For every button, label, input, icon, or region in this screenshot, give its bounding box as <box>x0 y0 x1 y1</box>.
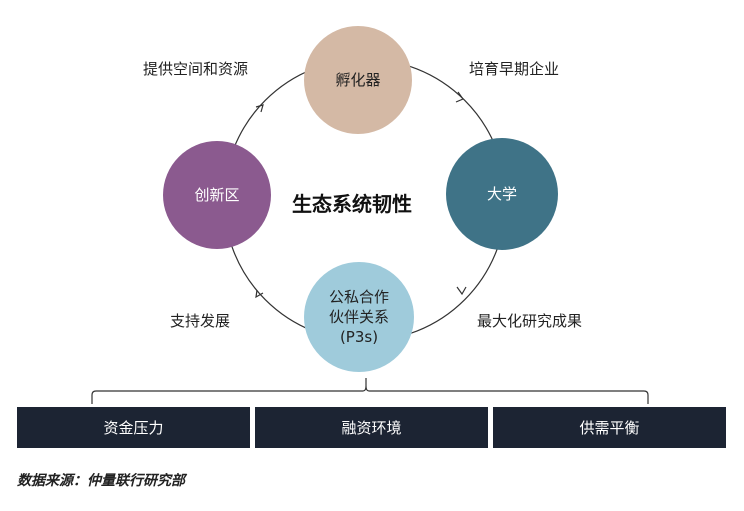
arrow-mark-top-left <box>255 104 264 113</box>
edge-label-provide: 提供空间和资源 <box>143 60 249 78</box>
node-p3s: 公私合作 伙伴关系 (P3s) <box>304 262 414 372</box>
center-title: 生态系统韧性 <box>292 192 412 216</box>
factor-bar-label: 供需平衡 <box>579 419 640 437</box>
node-university-label: 大学 <box>486 185 517 203</box>
arrow-mark-top-right <box>455 91 464 103</box>
factor-bar-financing-environment: 融资环境 <box>255 407 488 448</box>
edge-label-cultivate: 培育早期企业 <box>469 60 560 78</box>
bracket-line <box>91 385 649 404</box>
edge-label-maximize: 最大化研究成果 <box>477 312 583 330</box>
node-university: 大学 <box>446 138 558 250</box>
node-p3s-label: 公私合作 伙伴关系 (P3s) <box>328 288 389 346</box>
factor-bar-funding-pressure: 资金压力 <box>17 407 250 448</box>
node-innovation-zone-label: 创新区 <box>194 186 240 204</box>
arrow-mark-bottom-right <box>456 286 467 296</box>
factor-bar-supply-demand: 供需平衡 <box>493 407 726 448</box>
node-incubator: 孵化器 <box>304 26 412 134</box>
edge-label-support: 支持发展 <box>170 312 231 330</box>
factor-bar-label: 资金压力 <box>103 419 164 437</box>
node-incubator-label: 孵化器 <box>335 71 381 89</box>
factor-bar-label: 融资环境 <box>341 419 402 437</box>
source-note: 数据来源：仲量联行研究部 <box>17 473 185 489</box>
node-innovation-zone: 创新区 <box>163 141 271 249</box>
arrow-mark-bottom-left <box>255 289 264 299</box>
